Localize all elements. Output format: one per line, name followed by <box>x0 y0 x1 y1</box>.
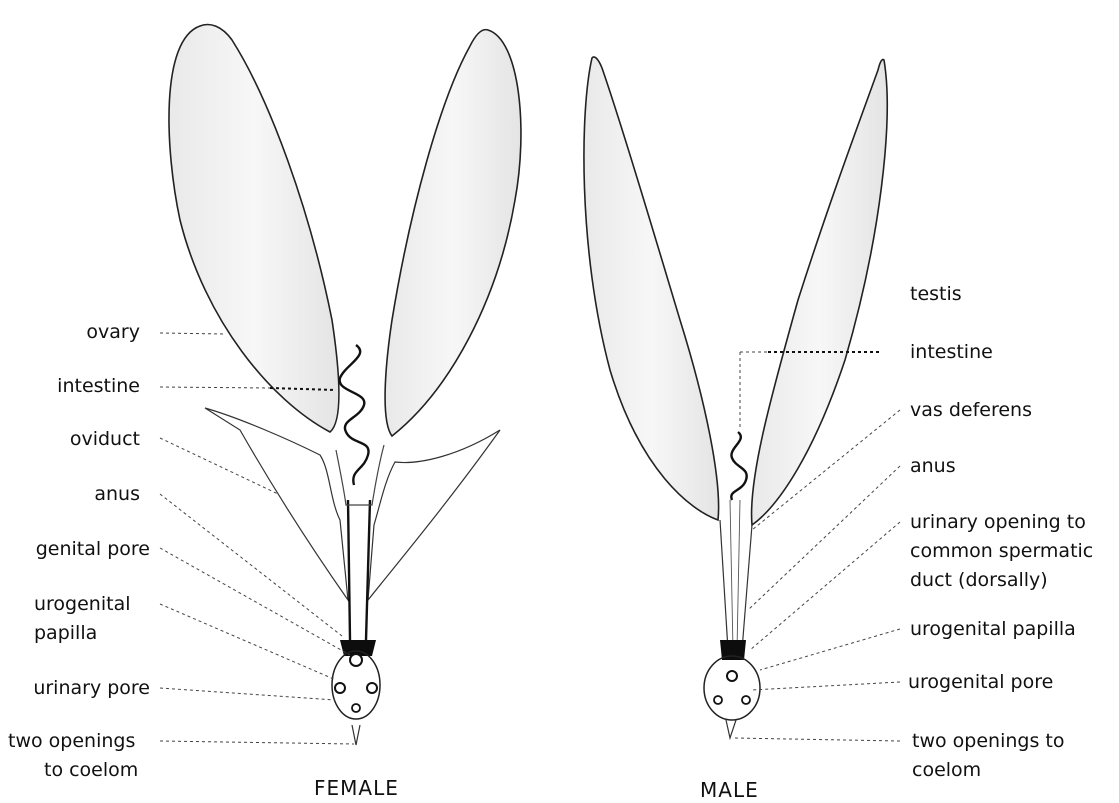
female-urinary-pore-right <box>367 683 377 693</box>
male-left-testis <box>584 57 719 520</box>
label-female-papilla: papilla <box>34 619 97 647</box>
female-coelom-opening <box>352 704 360 712</box>
label-male-intestine: intestine <box>910 338 993 366</box>
label-urogenital-pore: urogenital pore <box>908 668 1053 696</box>
female-oviduct-left <box>348 500 350 640</box>
label-female-urogenital: urogenital <box>34 590 131 618</box>
male-vas-deferens-left <box>720 520 728 650</box>
label-testis: testis <box>910 280 962 308</box>
male-coelom-opening-right <box>742 696 750 704</box>
label-female-anus: anus <box>20 480 140 508</box>
label-female-openings-2: to coelom <box>44 756 138 784</box>
male-vas-deferens-right <box>742 525 752 650</box>
male-ducts-inner <box>730 500 740 650</box>
label-vas-deferens: vas deferens <box>910 396 1032 424</box>
caption-female: FEMALE <box>314 776 399 800</box>
label-genital-pore: genital pore <box>10 535 150 563</box>
female-diagram <box>169 25 521 745</box>
female-left-oviduct-wing <box>205 408 348 600</box>
male-urogenital-papilla <box>704 656 760 720</box>
label-urinary-opening-2: common spermatic <box>910 537 1093 565</box>
label-oviduct: oviduct <box>20 425 140 453</box>
male-right-testis <box>752 59 888 525</box>
label-male-openings-2: coelom <box>912 756 981 784</box>
label-urinary-opening-1: urinary opening to <box>910 508 1086 536</box>
male-urogenital-pore <box>727 671 737 681</box>
label-female-intestine: intestine <box>20 372 140 400</box>
female-right-oviduct-wing <box>368 430 500 600</box>
male-papilla-tip <box>726 720 736 738</box>
female-right-ovary <box>385 30 521 436</box>
label-urinary-opening-3: duct (dorsally) <box>910 566 1048 594</box>
label-male-urogenital-papilla: urogenital papilla <box>910 615 1076 643</box>
female-urinary-pore <box>335 683 345 693</box>
label-male-openings-1: two openings to <box>912 727 1064 755</box>
male-coelom-opening-left <box>714 696 722 704</box>
label-ovary: ovary <box>20 318 140 346</box>
female-left-ovary <box>169 25 339 432</box>
female-genital-pore <box>350 654 362 666</box>
label-male-anus: anus <box>910 452 956 480</box>
male-diagram <box>584 57 887 738</box>
female-papilla-tip <box>352 725 360 745</box>
label-urinary-pore: urinary pore <box>10 674 150 702</box>
caption-male: MALE <box>700 778 759 802</box>
male-intestine <box>731 432 746 500</box>
female-intestine <box>340 345 369 485</box>
label-female-openings-1: two openings <box>8 727 135 755</box>
female-oviduct-right <box>366 500 370 640</box>
female-central-outline <box>336 445 384 505</box>
